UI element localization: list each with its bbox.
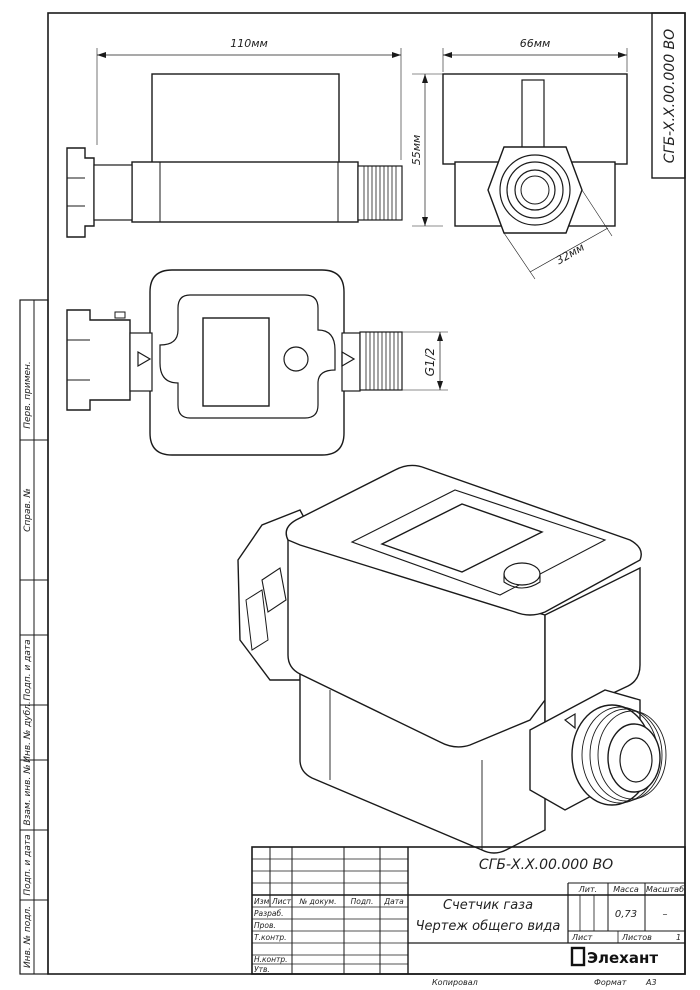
col-podp: Подп.: [351, 897, 374, 906]
row-tkontr: Т.контр.: [254, 933, 287, 942]
massa-value: 0,73: [615, 909, 637, 920]
isometric-view: [237, 464, 667, 854]
podp-data-label-2: Подп. и дата: [23, 834, 33, 895]
top-stamp: СГБ-Х.Х.00.000 ВО: [651, 12, 686, 179]
thread-rings-iso: [581, 706, 667, 804]
thread-lines-front: [363, 166, 397, 220]
masshtab-value: –: [663, 909, 668, 920]
company-name: Элехант: [587, 949, 658, 967]
row-utv: Утв.: [254, 965, 270, 974]
format-label: Формат: [594, 978, 627, 987]
inv-dubl-label: Инв. № дубл.: [23, 701, 33, 763]
list-label: Лист: [571, 933, 593, 942]
col-izm: Изм.: [254, 897, 272, 906]
side-strip: Перв. примен. Справ. № Подп. и дата Инв.…: [19, 299, 49, 975]
vzam-inv-label: Взам. инв. №: [23, 764, 33, 825]
title-block: СГБ-Х.Х.00.000 ВО Счетчик газа Чертеж об…: [251, 846, 686, 975]
side-view: 66мм 55мм 32мм: [410, 37, 628, 280]
name-line-2: Чертеж общего вида: [416, 919, 561, 934]
dim-110-label: 110мм: [230, 37, 268, 50]
listov-value: 1: [676, 933, 681, 942]
col-list: Лист: [271, 897, 292, 906]
top-view: G1/2: [66, 269, 448, 456]
masshtab-label: Масштаб: [646, 885, 684, 894]
format-value: А3: [645, 978, 657, 987]
perv-primen-label: Перв. примен.: [23, 361, 33, 429]
dim-55-label: 55мм: [410, 135, 423, 166]
name-line-1: Счетчик газа: [443, 898, 533, 913]
row-prov: Пров.: [254, 921, 276, 930]
footer: Копировал Формат А3: [432, 978, 657, 987]
thread-lines-top: [365, 332, 399, 390]
inv-podl-label: Инв. № подл.: [23, 906, 33, 968]
top-stamp-text: СГБ-Х.Х.00.000 ВО: [662, 29, 678, 163]
listov-label: Листов: [621, 933, 652, 942]
dim-32-label: 32мм: [554, 241, 587, 268]
designation-text: СГБ-Х.Х.00.000 ВО: [479, 857, 613, 873]
podp-data-label-1: Подп. и дата: [23, 639, 33, 700]
lit-label: Лит.: [578, 885, 597, 894]
col-data: Дата: [383, 897, 404, 906]
massa-label: Масса: [613, 885, 639, 894]
dim-66-label: 66мм: [520, 37, 551, 50]
col-ndokum: № докум.: [299, 897, 337, 906]
front-view: 110мм: [66, 37, 403, 238]
dim-g12-label: G1/2: [423, 348, 437, 377]
row-nkontr: Н.контр.: [254, 955, 288, 964]
company-logo: Элехант: [570, 946, 658, 967]
row-razrab: Разраб.: [254, 909, 283, 918]
kopiroval-label: Копировал: [432, 978, 478, 987]
sprav-no-label: Справ. №: [23, 488, 33, 532]
